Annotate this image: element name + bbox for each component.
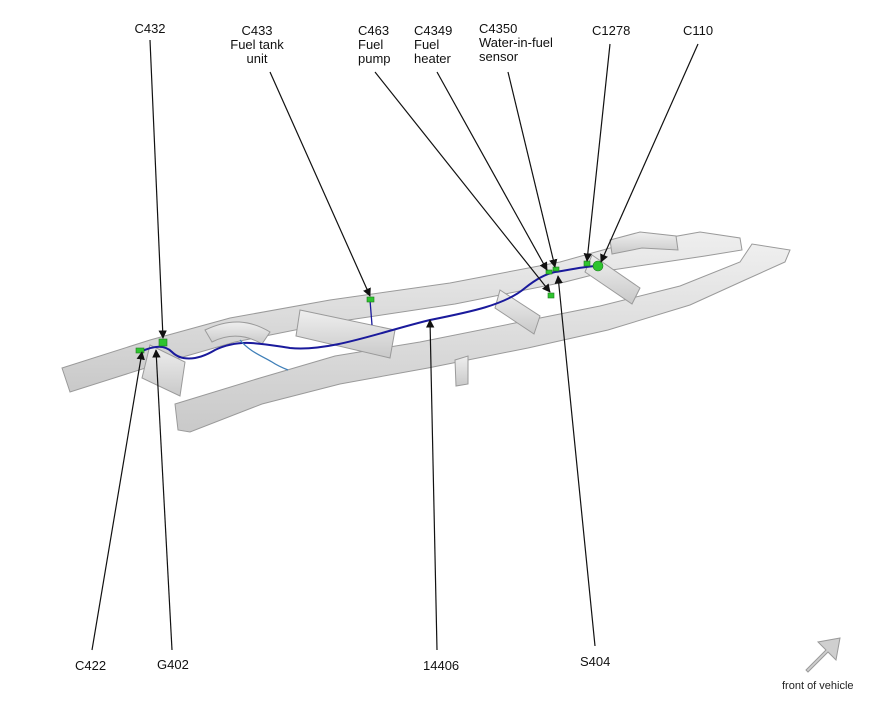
callout-c4349-desc-1: Fuel bbox=[414, 37, 440, 52]
callout-c422-id: C422 bbox=[75, 658, 107, 673]
callout-14406: 14406 bbox=[423, 659, 459, 673]
callout-c463-desc-1: Fuel bbox=[358, 37, 384, 52]
leader-c432 bbox=[149, 39, 167, 339]
callout-c463-id: C463 bbox=[358, 23, 390, 38]
callout-c463-desc-2: pump bbox=[358, 51, 391, 66]
callout-c4350: C4350 Water-in-fuel sensor bbox=[479, 22, 553, 64]
callout-c432-id: C432 bbox=[134, 21, 166, 36]
crossmember-mid-2 bbox=[494, 289, 541, 335]
callout-c422: C422 bbox=[75, 659, 106, 673]
callout-g402: G402 bbox=[157, 658, 189, 672]
callout-c433: C433 Fuel tank unit bbox=[222, 24, 292, 66]
callout-c433-id: C433 bbox=[241, 23, 273, 38]
frame-rail-far bbox=[61, 231, 743, 393]
connector-c4350 bbox=[552, 266, 560, 272]
frame-bracket bbox=[454, 355, 469, 387]
leader-lines bbox=[91, 39, 699, 651]
connector-c422 bbox=[135, 347, 145, 354]
connector-c432 bbox=[158, 338, 168, 347]
callout-c463: C463 Fuel pump bbox=[358, 24, 391, 66]
leader-c422 bbox=[91, 351, 145, 651]
harness-fuel-tank-branch bbox=[369, 299, 373, 326]
connector-c1278 bbox=[583, 260, 591, 267]
callout-c433-desc-2: unit bbox=[246, 51, 268, 66]
callout-c4350-desc-1: Water-in-fuel bbox=[479, 35, 553, 50]
connector-c4349 bbox=[545, 269, 553, 275]
callout-c4349-id: C4349 bbox=[414, 23, 453, 38]
callout-c110: C110 bbox=[683, 24, 713, 38]
leader-s404 bbox=[554, 275, 596, 647]
leader-14406 bbox=[425, 319, 438, 651]
harness-branch bbox=[239, 339, 289, 371]
callout-c4350-id: C4350 bbox=[479, 21, 518, 36]
callout-c4349-desc-2: heater bbox=[414, 51, 451, 66]
leader-g402 bbox=[152, 349, 173, 651]
callout-c4349: C4349 Fuel heater bbox=[414, 24, 452, 66]
vehicle-frame bbox=[61, 231, 791, 433]
leader-c4349 bbox=[436, 71, 548, 271]
connector-c433 bbox=[366, 296, 375, 303]
harness-main bbox=[139, 265, 599, 360]
arrow-up-right-icon bbox=[805, 637, 841, 673]
frame-kickup bbox=[204, 321, 271, 345]
callout-g402-id: G402 bbox=[157, 657, 189, 672]
crossmember-mid-1 bbox=[295, 309, 396, 359]
frame-rail-near bbox=[174, 243, 791, 433]
callout-c4350-desc-2: sensor bbox=[479, 49, 519, 64]
wiring-harness-14406 bbox=[139, 265, 599, 371]
callout-c110-id: C110 bbox=[683, 23, 714, 38]
frame-front-horn bbox=[609, 231, 679, 255]
leader-c463 bbox=[374, 71, 551, 293]
leader-c1278 bbox=[583, 43, 611, 262]
callout-c1278-id: C1278 bbox=[592, 23, 631, 38]
leader-c433 bbox=[269, 71, 371, 297]
connector-c110 bbox=[592, 260, 604, 272]
callout-s404: S404 bbox=[580, 655, 610, 669]
callout-c1278: C1278 bbox=[592, 24, 630, 38]
connector-c463 bbox=[547, 292, 555, 299]
callout-14406-id: 14406 bbox=[423, 658, 460, 673]
front-of-vehicle-label: front of vehicle bbox=[782, 680, 854, 692]
leader-c110 bbox=[600, 43, 699, 263]
callout-c433-desc-1: Fuel tank bbox=[230, 37, 284, 52]
callout-s404-id: S404 bbox=[580, 654, 611, 669]
leader-c4350 bbox=[507, 71, 558, 268]
callout-c432: C432 bbox=[127, 22, 173, 36]
